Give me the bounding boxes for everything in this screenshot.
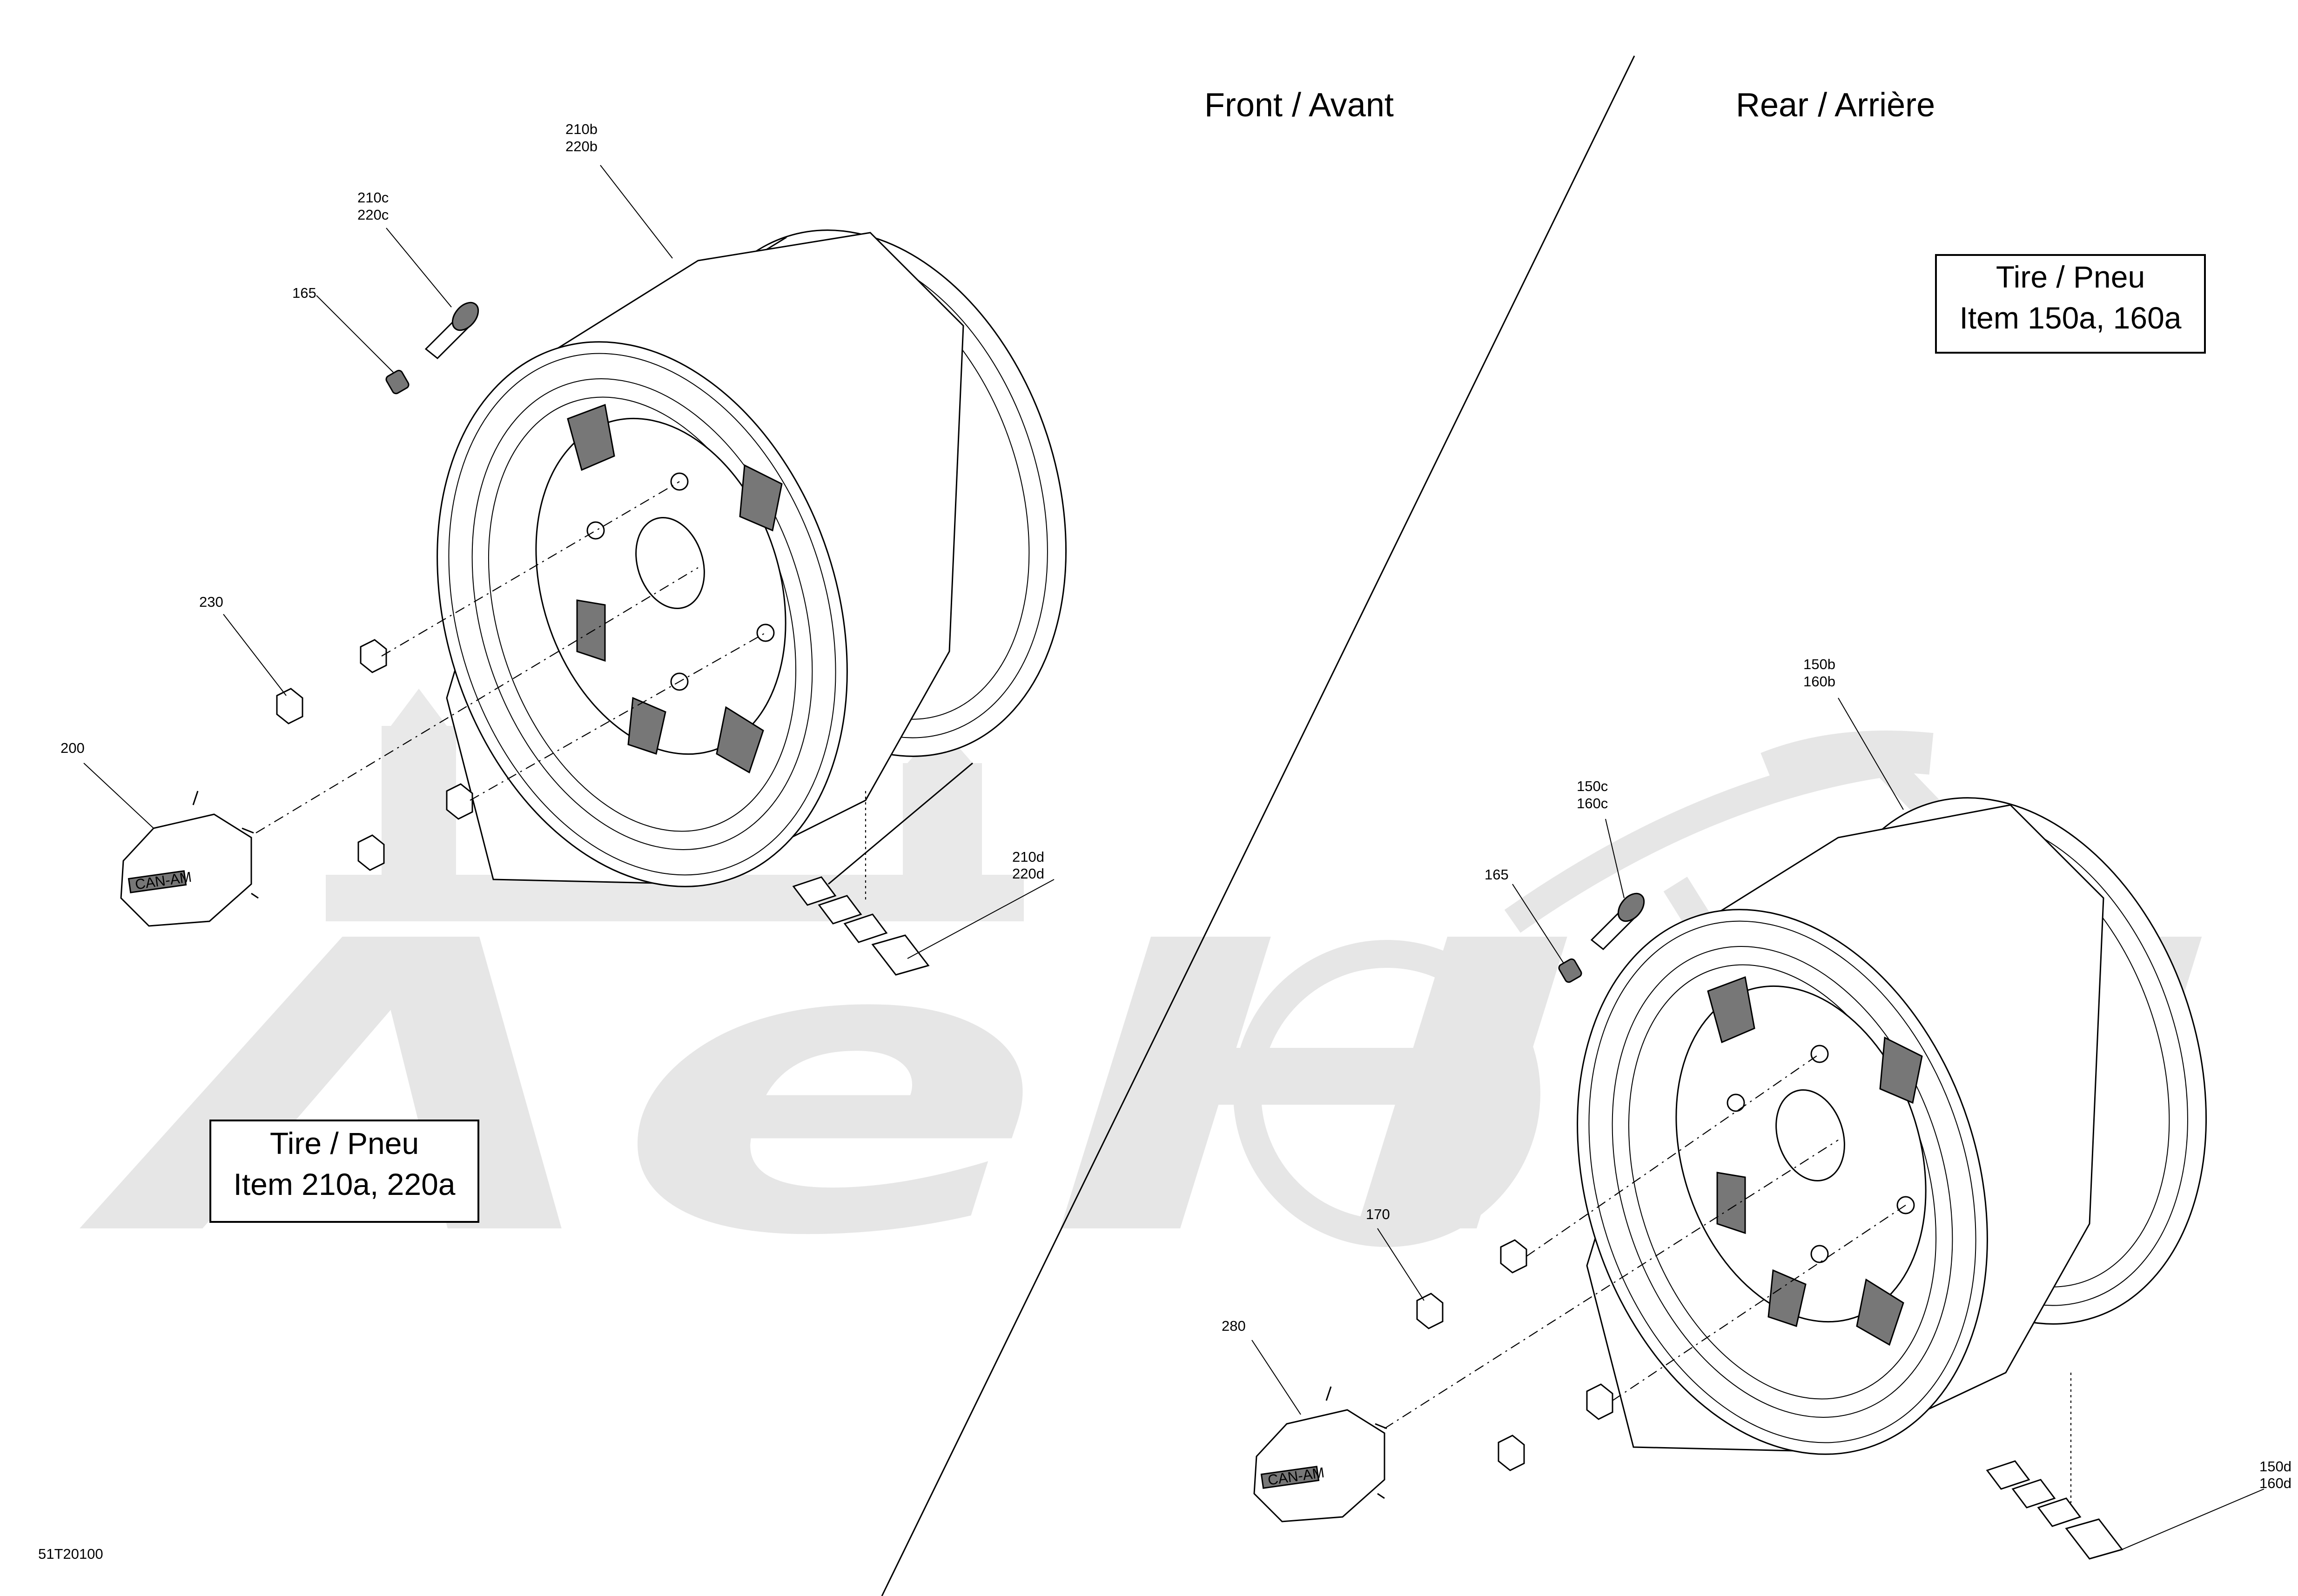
- front-balance-weights: [792, 876, 930, 976]
- front-valve-cap: [385, 369, 410, 395]
- rear-lug-nut-callout: 170: [1366, 1206, 1390, 1222]
- tire-box-rear-line2: Item 150a, 160a: [1959, 301, 2181, 335]
- rear-valve-callout-1: 150c: [1577, 778, 1608, 794]
- watermark-castle-icon: [326, 689, 1024, 921]
- front-valve-callout-1: 210c: [357, 189, 389, 206]
- front-wheel-assembly: CAN-AM 210b 22: [60, 121, 1067, 976]
- front-heading: Front / Avant: [1204, 87, 1394, 124]
- tire-box-front: Tire / Pneu Item 210a, 220a: [209, 1120, 479, 1223]
- front-lug-nut-callout: 230: [199, 594, 223, 610]
- tire-box-front-line2: Item 210a, 220a: [233, 1167, 455, 1201]
- rear-rim-windows: [1707, 976, 1923, 1346]
- rear-hub-cap-callout: 280: [1222, 1318, 1246, 1334]
- rear-axis-lines: [1384, 1053, 2072, 1503]
- front-valve-cap-callout: 165: [292, 285, 316, 301]
- front-lug-nuts: [276, 639, 473, 871]
- front-rim: [437, 229, 1067, 887]
- front-axis-lines: [255, 481, 867, 903]
- rear-valve-cap-callout: 165: [1485, 866, 1509, 883]
- front-hub-cap-callout: 200: [60, 740, 85, 756]
- rear-hub-cap: CAN-AM: [1253, 1386, 1387, 1522]
- front-rim-callout-2: 220b: [565, 138, 598, 154]
- rear-weights-callout-1: 150d: [2259, 1458, 2291, 1475]
- rear-leaders: [1251, 697, 2264, 1550]
- tire-box-rear-line1: Tire / Pneu: [1996, 260, 2145, 294]
- front-hub-cap: CAN-AM: [120, 791, 259, 927]
- rear-valve-cap: [1558, 958, 1582, 983]
- front-weights-callout-1: 210d: [1012, 849, 1044, 865]
- rear-weights-callout-2: 160d: [2259, 1475, 2291, 1491]
- tire-box-front-line1: Tire / Pneu: [270, 1126, 419, 1160]
- front-rim-windows: [567, 403, 783, 774]
- front-valve-stem: [424, 302, 479, 360]
- rear-rim-callout-2: 160b: [1803, 673, 1835, 690]
- section-divider: [881, 55, 1635, 1596]
- front-leaders: [83, 165, 1055, 959]
- rear-rim: [1577, 797, 2207, 1455]
- rear-wheel-assembly: CAN-AM 150b 160b 150c 160c: [1222, 656, 2291, 1560]
- tire-box-rear: Tire / Pneu Item 150a, 160a: [1935, 254, 2206, 354]
- rear-lug-nuts: [1416, 1239, 1613, 1471]
- rear-rim-callout-1: 150b: [1803, 656, 1835, 672]
- diagram-code: 51T20100: [38, 1546, 103, 1562]
- rear-balance-weights: [1986, 1460, 2123, 1560]
- rear-heading: Rear / Arrière: [1736, 87, 1935, 124]
- rear-valve-stem: [1590, 892, 1645, 951]
- front-rim-callout-1: 210b: [565, 121, 598, 137]
- rear-valve-callout-2: 160c: [1577, 795, 1608, 811]
- front-valve-callout-2: 220c: [357, 207, 389, 223]
- front-weights-callout-2: 220d: [1012, 865, 1044, 882]
